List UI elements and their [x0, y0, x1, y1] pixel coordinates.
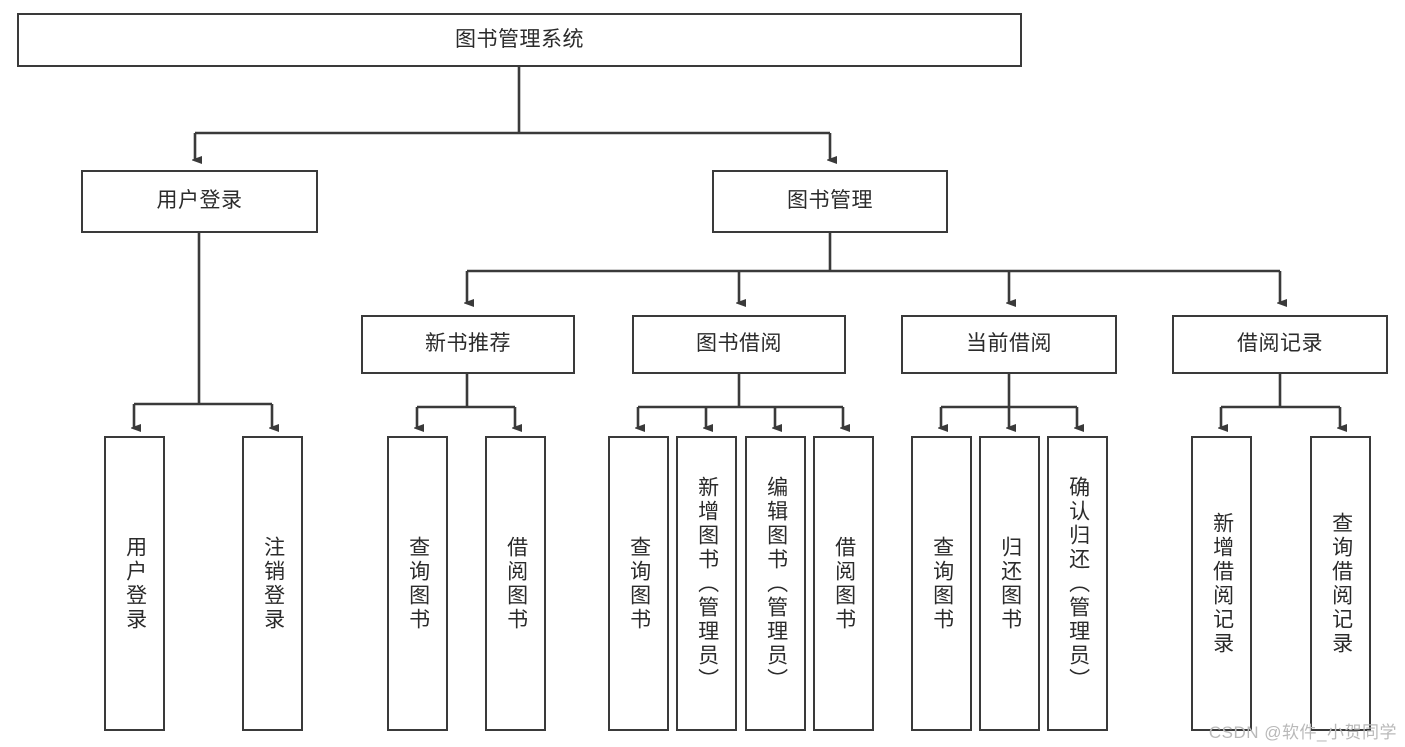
leaf-logout[interactable]: 注销登录 [242, 436, 303, 731]
csdn-watermark: CSDN @软件_小贺同学 [1208, 723, 1397, 742]
leaf-query-book-borrow[interactable]: 查询图书 [608, 436, 669, 731]
node-book-management[interactable]: 图书管理 [712, 170, 948, 233]
node-borrow-records-label: 借阅记录 [1237, 332, 1323, 356]
leaf-borrow-book-recommend-label: 借阅图书 [504, 535, 528, 632]
node-book-borrow-label: 图书借阅 [696, 332, 782, 356]
node-book-borrow[interactable]: 图书借阅 [632, 315, 846, 374]
node-new-book-recommendation-label: 新书推荐 [425, 332, 511, 356]
leaf-borrow-book-label: 借阅图书 [832, 535, 856, 632]
leaf-borrow-book-recommend[interactable]: 借阅图书 [485, 436, 546, 731]
leaf-confirm-return-admin-label: 确认归还（管理员） [1066, 475, 1090, 692]
leaf-logout-label: 注销登录 [261, 535, 285, 632]
leaf-query-book-current[interactable]: 查询图书 [911, 436, 972, 731]
leaf-return-book-label: 归还图书 [998, 535, 1022, 632]
node-user-login-label: 用户登录 [156, 189, 243, 213]
leaf-edit-book-admin[interactable]: 编辑图书（管理员） [745, 436, 806, 731]
node-current-borrow-label: 当前借阅 [966, 332, 1052, 356]
node-borrow-records[interactable]: 借阅记录 [1172, 315, 1388, 374]
leaf-confirm-return-admin[interactable]: 确认归还（管理员） [1047, 436, 1108, 731]
node-root[interactable]: 图书管理系统 [17, 13, 1022, 67]
leaf-add-borrow-record-label: 新增借阅记录 [1210, 511, 1234, 656]
leaf-query-book-recommend[interactable]: 查询图书 [387, 436, 448, 731]
node-root-label: 图书管理系统 [455, 27, 584, 51]
leaf-user-login[interactable]: 用户登录 [104, 436, 165, 731]
node-current-borrow[interactable]: 当前借阅 [901, 315, 1117, 374]
leaf-return-book[interactable]: 归还图书 [979, 436, 1040, 731]
leaf-query-borrow-record-label: 查询借阅记录 [1329, 511, 1353, 656]
leaf-add-borrow-record[interactable]: 新增借阅记录 [1191, 436, 1252, 731]
leaf-user-login-label: 用户登录 [123, 535, 147, 632]
node-book-management-label: 图书管理 [787, 189, 873, 213]
node-user-login[interactable]: 用户登录 [81, 170, 318, 233]
node-new-book-recommendation[interactable]: 新书推荐 [361, 315, 575, 374]
leaf-query-book-current-label: 查询图书 [930, 535, 954, 632]
leaf-edit-book-admin-label: 编辑图书（管理员） [764, 475, 788, 692]
leaf-add-book-admin-label: 新增图书（管理员） [695, 475, 719, 692]
leaf-query-book-recommend-label: 查询图书 [406, 535, 430, 632]
leaf-query-book-borrow-label: 查询图书 [627, 535, 651, 632]
leaf-query-borrow-record[interactable]: 查询借阅记录 [1310, 436, 1371, 731]
leaf-borrow-book[interactable]: 借阅图书 [813, 436, 874, 731]
leaf-add-book-admin[interactable]: 新增图书（管理员） [676, 436, 737, 731]
